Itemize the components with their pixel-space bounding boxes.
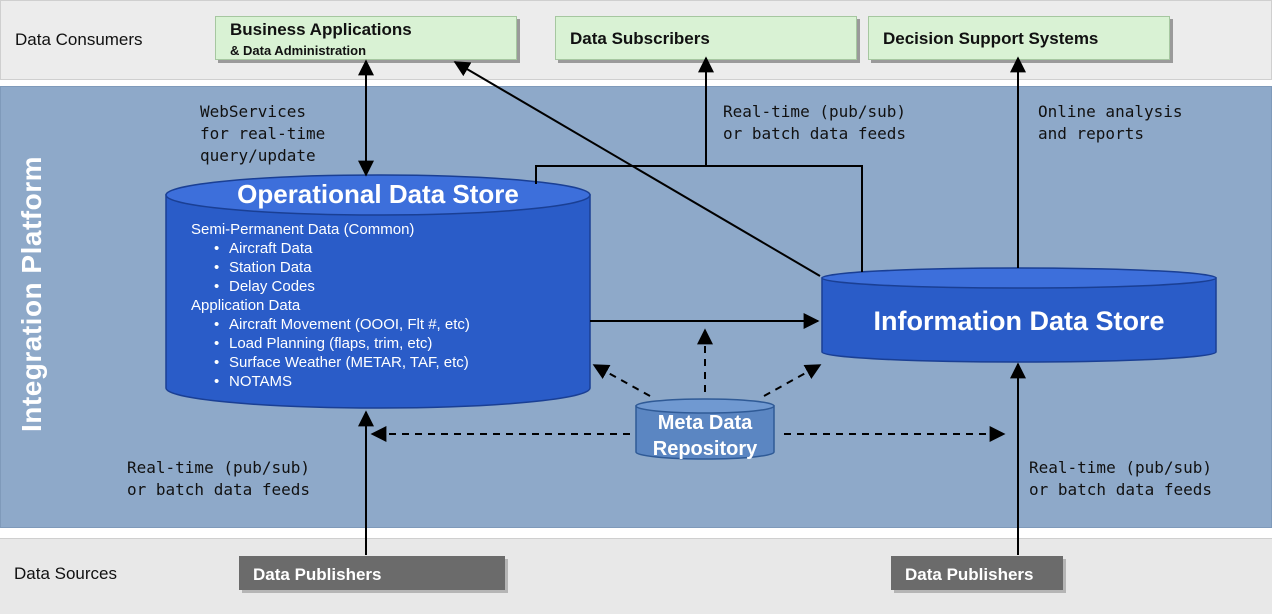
sources-tier-label: Data Sources xyxy=(14,564,117,583)
operational-data-store-contents: Semi-Permanent Data (Common)Aircraft Dat… xyxy=(191,220,470,391)
annotation-online-analysis: Online analysis and reports xyxy=(1038,102,1183,143)
ods-bullet-item: Delay Codes xyxy=(191,277,470,296)
information-data-store-cylinder xyxy=(821,267,1217,363)
meta-data-repository-title: Meta Data Repository xyxy=(636,410,774,462)
consumer-title: Decision Support Systems xyxy=(883,29,1099,48)
consumer-subtitle: & Data Administration xyxy=(230,43,367,58)
annotation-webservices: WebServices for real-time query/update xyxy=(200,102,326,165)
ods-bullet-item: Station Data xyxy=(191,258,470,277)
annotation-sources-feed-right: Real-time (pub/sub) or batch data feeds xyxy=(1029,458,1213,499)
consumer-decision-support: Decision Support Systems xyxy=(868,16,1170,60)
consumer-title: Business Applications xyxy=(230,20,412,39)
ods-bullet-item: Aircraft Movement (OOOI, Flt #, etc) xyxy=(191,315,470,334)
meta-data-title-line: Meta Data xyxy=(657,412,753,434)
annotation-subscribers-feed: Real-time (pub/sub) or batch data feeds xyxy=(723,102,907,143)
consumer-business-applications: Business Applications & Data Administrat… xyxy=(215,16,517,60)
annotation-sources-feed-left: Real-time (pub/sub) or batch data feeds xyxy=(127,458,311,499)
meta-data-title-line: Repository xyxy=(652,438,758,460)
consumers-tier-label: Data Consumers xyxy=(15,30,143,49)
connector-subscribers-bus xyxy=(535,165,863,272)
consumer-data-subscribers: Data Subscribers xyxy=(555,16,857,60)
consumer-title: Data Subscribers xyxy=(570,29,710,48)
ods-bullet-item: Aircraft Data xyxy=(191,239,470,258)
metadata-link-ids xyxy=(763,364,822,397)
ods-section-heading: Semi-Permanent Data (Common) xyxy=(191,221,415,238)
ods-bullet-item: Surface Weather (METAR, TAF, etc) xyxy=(191,353,470,372)
metadata-link-ods xyxy=(592,364,651,397)
publisher-left: Data Publishers xyxy=(239,556,505,590)
information-data-store-title: Information Data Store xyxy=(873,306,1165,336)
publisher-right: Data Publishers xyxy=(891,556,1063,590)
ods-bullet-item: NOTAMS xyxy=(191,372,470,391)
connector-ids-to-business xyxy=(453,61,821,277)
ods-bullet-item: Load Planning (flaps, trim, etc) xyxy=(191,334,470,353)
ods-section-heading: Application Data xyxy=(191,297,301,314)
meta-data-repository-cylinder xyxy=(635,398,775,460)
operational-data-store-title: Operational Data Store xyxy=(237,179,519,209)
